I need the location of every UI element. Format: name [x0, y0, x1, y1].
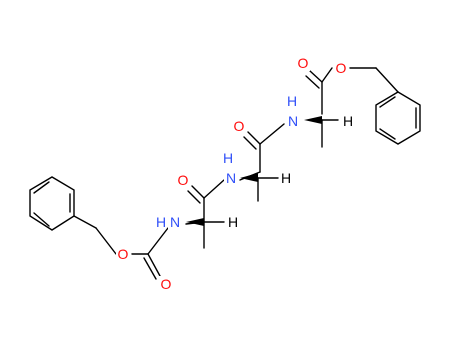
- alpha-carbon-2-bonds: [203, 173, 279, 202]
- svg-text:O: O: [118, 246, 129, 262]
- nitrogen-2-label: N: [224, 170, 238, 186]
- svg-text:O: O: [234, 118, 245, 134]
- svg-text:O: O: [161, 276, 172, 292]
- ester-chain-bonds: [305, 67, 399, 115]
- amide-2-bonds: [239, 131, 261, 181]
- alpha-carbon-1-bonds: [147, 218, 225, 255]
- benzene-ring-left: [29, 176, 75, 231]
- alpha-hydrogen-1-label: H: [228, 214, 238, 230]
- nitrogen-3-hydrogen-label: H: [287, 93, 297, 109]
- svg-text:N: N: [170, 214, 180, 230]
- amide-1-bonds: [185, 185, 205, 225]
- carbamate-bonds: [73, 215, 161, 280]
- nitrogen-3-label: N: [286, 113, 300, 129]
- ester-oxygen-label: O: [334, 60, 348, 76]
- stereo-wedge-1: [186, 218, 204, 226]
- svg-text:N: N: [288, 113, 298, 129]
- atom-labels: O O N H H O N H H O N H H: [116, 55, 353, 292]
- nitrogen-1-label: N: [168, 214, 182, 230]
- svg-text:N: N: [226, 170, 236, 186]
- ester-oxygen-top-label: O: [296, 55, 310, 71]
- svg-text:O: O: [298, 55, 309, 71]
- stereo-wedge-3: [304, 116, 322, 124]
- alpha-carbon-3-bonds: [259, 116, 339, 148]
- svg-text:O: O: [336, 60, 347, 76]
- alpha-hydrogen-3-label: H: [343, 113, 353, 129]
- carbamate-carbonyl-oxygen-label: O: [159, 276, 173, 292]
- nitrogen-1-hydrogen-label: H: [156, 214, 166, 230]
- amide-1-oxygen-label: O: [176, 172, 190, 188]
- nitrogen-2-hydrogen-label: H: [223, 150, 233, 166]
- svg-text:O: O: [178, 172, 189, 188]
- carbamate-oxygen-label: O: [116, 246, 130, 262]
- amide-2-oxygen-label: O: [232, 118, 246, 134]
- benzene-ring-right: [375, 91, 421, 145]
- stereo-wedge-2: [240, 173, 258, 182]
- alpha-hydrogen-2-label: H: [281, 170, 291, 186]
